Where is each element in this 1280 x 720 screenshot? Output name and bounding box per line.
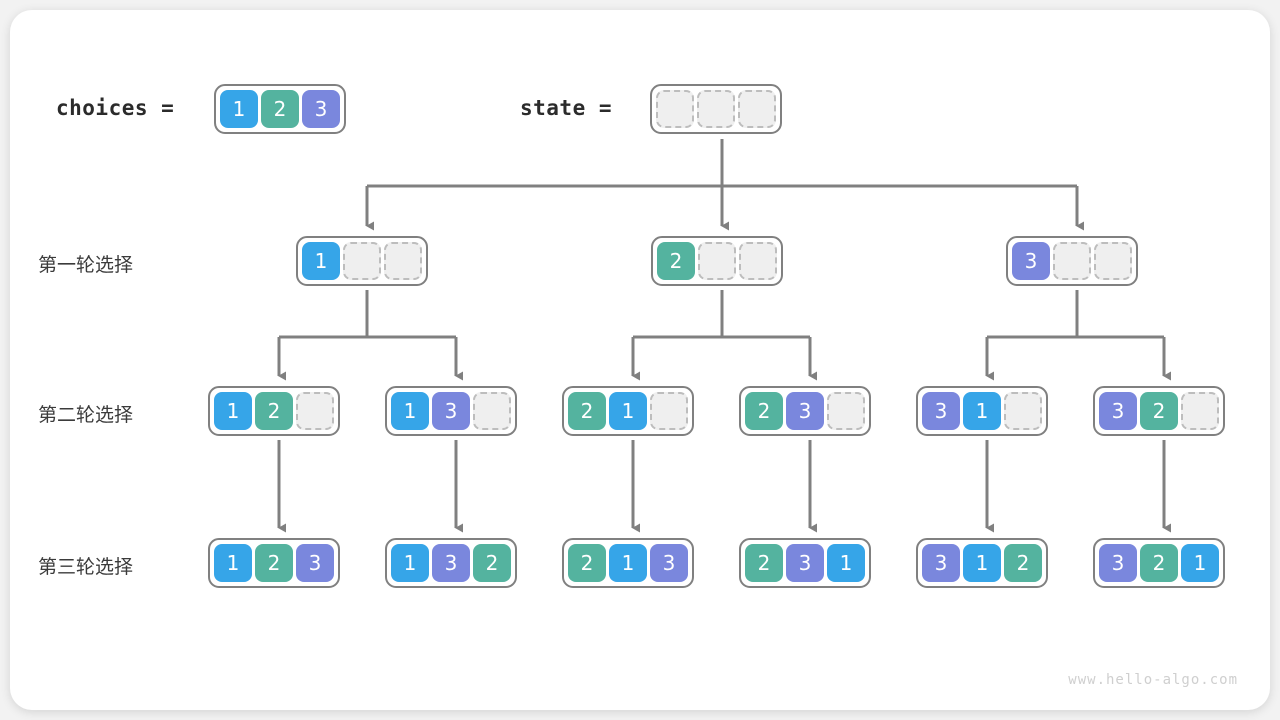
choices-label: choices =: [56, 96, 175, 120]
node-l3-2-cell-2: 2: [473, 544, 511, 582]
node-l2-5-cell-0: 3: [922, 392, 960, 430]
node-l3-6-cell-2: 1: [1181, 544, 1219, 582]
node-l2-5-cell-1: 1: [963, 392, 1001, 430]
choices-cell-0: 1: [220, 90, 258, 128]
tree-node-level-1-3: 3: [1006, 236, 1138, 286]
state-cell-2: [738, 90, 776, 128]
node-l2-1-cell-0: 1: [214, 392, 252, 430]
node-l1-2-cell-2: [739, 242, 777, 280]
node-l2-6-cell-1: 2: [1140, 392, 1178, 430]
node-l1-1-cell-2: [384, 242, 422, 280]
node-l2-4-cell-2: [827, 392, 865, 430]
node-l2-6-cell-0: 3: [1099, 392, 1137, 430]
node-l1-2-cell-0: 2: [657, 242, 695, 280]
node-l3-3-cell-2: 3: [650, 544, 688, 582]
node-l3-6-cell-0: 3: [1099, 544, 1137, 582]
node-l2-4-cell-0: 2: [745, 392, 783, 430]
node-l1-2-cell-1: [698, 242, 736, 280]
node-l3-1-cell-0: 1: [214, 544, 252, 582]
state-cell-1: [697, 90, 735, 128]
choices-cell-2: 3: [302, 90, 340, 128]
node-l2-2-cell-1: 3: [432, 392, 470, 430]
node-l2-1-cell-1: 2: [255, 392, 293, 430]
node-l3-5-cell-0: 3: [922, 544, 960, 582]
node-l3-6-cell-1: 2: [1140, 544, 1178, 582]
node-l2-5-cell-2: [1004, 392, 1042, 430]
node-l2-4-cell-1: 3: [786, 392, 824, 430]
node-l1-3-cell-1: [1053, 242, 1091, 280]
node-l2-6-cell-2: [1181, 392, 1219, 430]
node-l3-4-cell-2: 1: [827, 544, 865, 582]
state-label: state =: [520, 96, 613, 120]
node-l2-3-cell-0: 2: [568, 392, 606, 430]
node-l3-5-cell-1: 1: [963, 544, 1001, 582]
node-l2-1-cell-2: [296, 392, 334, 430]
tree-node-level-1-2: 2: [651, 236, 783, 286]
row-label-level-1: 第一轮选择: [38, 254, 134, 276]
node-l3-5-cell-2: 2: [1004, 544, 1042, 582]
node-l2-2-cell-0: 1: [391, 392, 429, 430]
node-l3-4-cell-0: 2: [745, 544, 783, 582]
row-label-level-2: 第二轮选择: [38, 404, 134, 426]
row-label-level-3: 第三轮选择: [38, 556, 134, 578]
node-l2-2-cell-2: [473, 392, 511, 430]
node-l3-2-cell-1: 3: [432, 544, 470, 582]
node-l2-3-cell-1: 1: [609, 392, 647, 430]
node-l2-3-cell-2: [650, 392, 688, 430]
node-l3-3-cell-0: 2: [568, 544, 606, 582]
state-cell-0: [656, 90, 694, 128]
node-l1-1-cell-1: [343, 242, 381, 280]
node-l1-1-cell-0: 1: [302, 242, 340, 280]
node-l1-3-cell-2: [1094, 242, 1132, 280]
node-l1-3-cell-0: 3: [1012, 242, 1050, 280]
choices-cell-1: 2: [261, 90, 299, 128]
node-l3-4-cell-1: 3: [786, 544, 824, 582]
node-l3-1-cell-1: 2: [255, 544, 293, 582]
diagram-card: [10, 10, 1270, 710]
tree-node-level-1-1: 1: [296, 236, 428, 286]
node-l3-3-cell-1: 1: [609, 544, 647, 582]
state-array: [650, 84, 782, 134]
node-l3-2-cell-0: 1: [391, 544, 429, 582]
node-l3-1-cell-2: 3: [296, 544, 334, 582]
watermark: www.hello-algo.com: [1068, 672, 1238, 688]
